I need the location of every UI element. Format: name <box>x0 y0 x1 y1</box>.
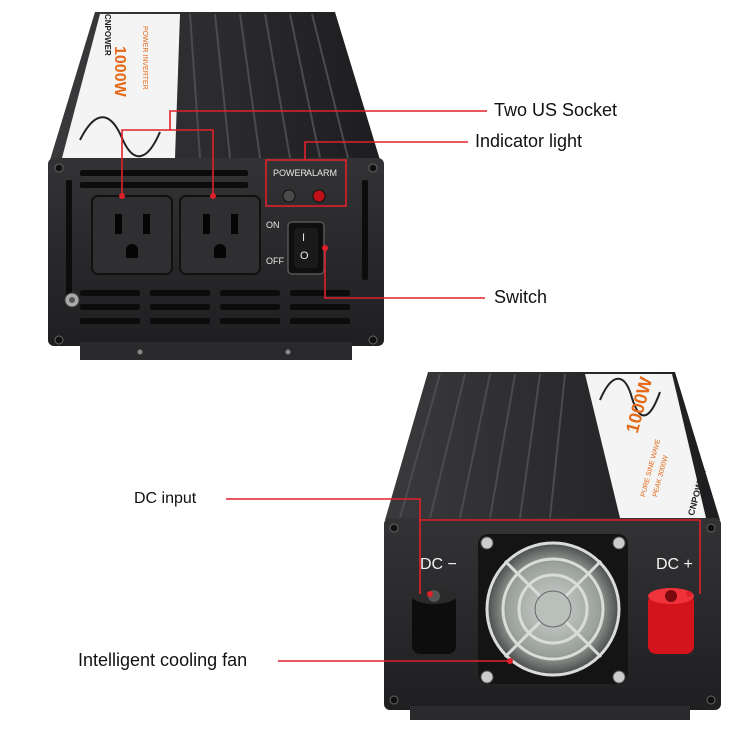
callout-switch: Switch <box>494 287 548 307</box>
switch-on-label: ON <box>266 220 280 230</box>
cooling-fan <box>478 534 628 684</box>
rear-label-sticker <box>585 374 706 518</box>
top-fins <box>189 13 349 159</box>
brand-label: CNPOWER <box>103 14 112 56</box>
wattage-label: 1000W <box>111 46 128 97</box>
rear-callout-lines <box>226 498 701 662</box>
callout-indicator-light: Indicator light <box>475 131 583 151</box>
us-socket-right <box>179 195 261 275</box>
callout-two-us-socket: Two US Socket <box>494 100 618 120</box>
dc-positive-terminal <box>648 588 694 654</box>
switch-off-mark: O <box>300 250 309 262</box>
callout-dc-input: DC input <box>134 490 197 507</box>
inverter-type-label: POWER INVERTER <box>141 26 148 90</box>
front-callout-dots <box>119 193 328 251</box>
front-callout-lines <box>121 110 487 299</box>
front-inverter <box>48 12 384 360</box>
us-socket-left <box>91 195 173 275</box>
rear-inverter <box>384 372 721 720</box>
rear-mounting-bracket <box>410 706 690 720</box>
rocker-switch[interactable] <box>287 221 325 275</box>
switch-off-label: OFF <box>266 256 284 266</box>
alarm-led-icon <box>312 189 326 203</box>
dc-negative-terminal <box>412 588 456 654</box>
rear-sine-wave-icon <box>599 377 661 417</box>
power-label: POWER <box>273 168 308 178</box>
dc-plus-label: DC + <box>656 556 693 573</box>
switch-on-mark: I <box>302 232 306 244</box>
rear-top-fins <box>399 373 566 519</box>
ground-terminal <box>64 292 80 308</box>
panel-screws <box>54 163 378 345</box>
alarm-label: ALARM <box>306 168 338 178</box>
callout-intelligent-cooling-fan: Intelligent cooling fan <box>78 650 248 670</box>
rear-panel-screws <box>389 523 716 705</box>
power-led-icon <box>282 189 296 203</box>
mounting-bracket <box>80 342 352 360</box>
rear-callout-dots <box>427 591 692 664</box>
dc-minus-label: DC − <box>420 556 457 573</box>
